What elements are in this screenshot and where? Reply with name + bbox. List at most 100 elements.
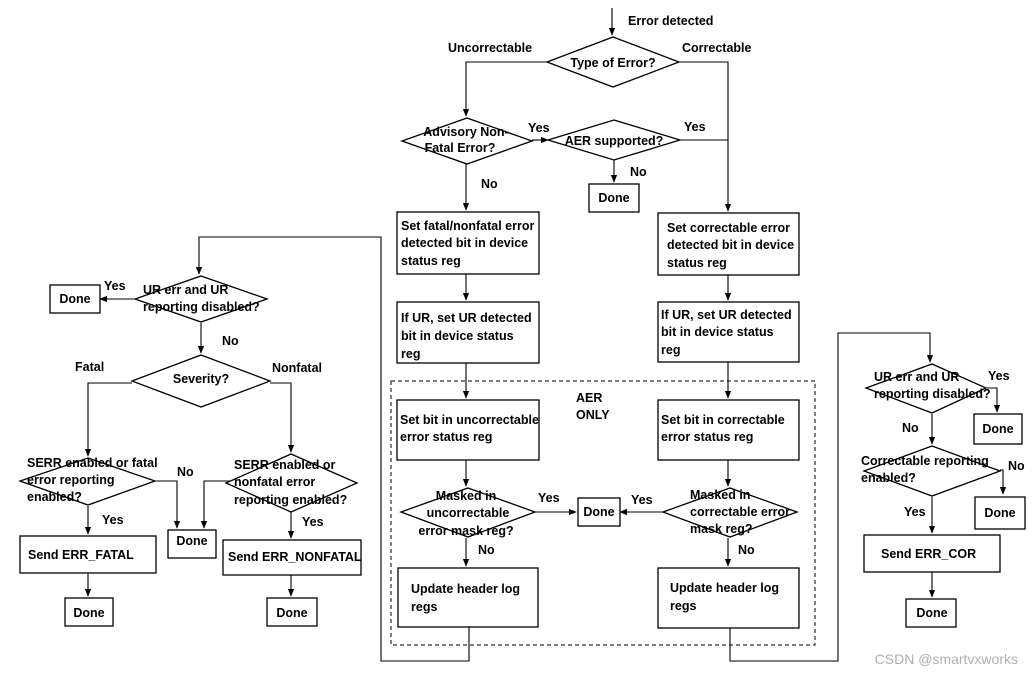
- serr-nonfatal-text-2: nonfatal error: [234, 475, 315, 489]
- left-ur-decision: [133, 275, 269, 323]
- serr-fatal-text-3: enabled?: [27, 490, 82, 504]
- fatal-label: Fatal: [75, 360, 104, 374]
- update-text-2: regs: [670, 599, 696, 613]
- serr-nonfatal-decision: [224, 453, 359, 513]
- if-ur-text-2: bit in device status: [661, 325, 774, 339]
- no-label: No: [177, 465, 194, 479]
- ur-text-1: UR err and UR: [874, 370, 959, 384]
- uncorrectable-label: Uncorrectable: [448, 41, 532, 55]
- serr-nonfatal-text-1: SERR enabled or: [234, 458, 336, 472]
- arrow-correctable: [679, 61, 732, 212]
- set-corr-text-2: detected bit in device: [667, 238, 794, 252]
- serr-nonfatal-text-3: reporting enabled?: [234, 493, 347, 507]
- no-label: No: [222, 334, 239, 348]
- done-box-left-top: [49, 284, 101, 314]
- if-ur-uncorr-box: [396, 301, 540, 364]
- type-of-error-decision: [545, 36, 681, 88]
- aer-only-region: [390, 380, 816, 646]
- send-cor-text: Send ERR_COR: [881, 547, 976, 561]
- masked-uncorr-decision: [399, 487, 537, 538]
- arrow-uncorrectable: [462, 61, 547, 117]
- aer-only-text-1: AER: [576, 391, 602, 405]
- corr-reporting-text-2: enabled?: [861, 471, 916, 485]
- set-corr-text-3: status reg: [667, 256, 727, 270]
- if-ur-text-2: bit in device status: [401, 329, 514, 343]
- done-box-aer: [588, 183, 640, 213]
- advisory-text-1: Advisory Non-: [423, 125, 508, 139]
- yes-label: Yes: [528, 121, 550, 135]
- right-ur-decision: [864, 363, 988, 414]
- set-bit-text-2: error status reg: [661, 430, 753, 444]
- masked-text-3: mask reg?: [690, 522, 753, 536]
- serr-fatal-text-1: SERR enabled or fatal: [27, 456, 158, 470]
- advisory-text-2: Fatal Error?: [425, 141, 496, 155]
- done-text: Done: [176, 534, 207, 548]
- no-label: No: [481, 177, 498, 191]
- no-label: No: [738, 543, 755, 557]
- ur-text-1: UR err and UR: [143, 283, 228, 297]
- set-fatal-text-1: Set fatal/nonfatal error: [401, 219, 534, 233]
- done-text: Done: [59, 292, 90, 306]
- done-text: Done: [598, 191, 629, 205]
- aer-only-text-2: ONLY: [576, 408, 610, 422]
- labels: Error detected Uncorrectable Correctable…: [27, 14, 1025, 667]
- ur-text-2: reporting disabled?: [874, 387, 991, 401]
- set-bit-text-1: Set bit in uncorrectable: [400, 413, 539, 427]
- serr-fatal-decision: [18, 457, 157, 506]
- severity-text: Severity?: [173, 372, 229, 386]
- done-text: Done: [984, 506, 1015, 520]
- set-bit-text-1: Set bit in correctable: [661, 413, 785, 427]
- severity-decision: [130, 354, 272, 408]
- set-bit-corr-box: [657, 399, 800, 461]
- no-label: No: [630, 165, 647, 179]
- update-text-1: Update header log: [670, 581, 779, 595]
- yes-label: Yes: [302, 515, 324, 529]
- set-corr-box: [657, 212, 800, 276]
- set-fatal-text-3: status reg: [401, 254, 461, 268]
- yes-label: Yes: [631, 493, 653, 507]
- set-fatal-box: [396, 211, 540, 275]
- send-nonfatal-text: Send ERR_NONFATAL: [228, 550, 362, 564]
- masked-text-2: correctable error: [690, 505, 790, 519]
- advisory-decision: [400, 117, 534, 165]
- yes-label: Yes: [538, 491, 560, 505]
- no-label: No: [478, 543, 495, 557]
- masked-text-1: Masked in: [690, 488, 750, 502]
- ur-text-2: reporting disabled?: [143, 300, 260, 314]
- yes-label: Yes: [104, 279, 126, 293]
- arrow-to-right-subflow: [729, 332, 934, 662]
- corr-reporting-text-1: Correctable reporting: [861, 454, 989, 468]
- masked-corr-decision: [661, 487, 799, 538]
- if-ur-corr-box: [657, 301, 800, 363]
- if-ur-text-3: reg: [661, 343, 680, 357]
- correctable-label: Correctable: [682, 41, 752, 55]
- set-bit-text-2: error status reg: [400, 430, 492, 444]
- aer-supported-text: AER supported?: [565, 134, 664, 148]
- done-box-nonfatal: [266, 597, 318, 627]
- done-text: Done: [982, 422, 1013, 436]
- set-fatal-text-2: detected bit in device: [401, 236, 528, 250]
- no-label: No: [902, 421, 919, 435]
- start-label: Error detected: [628, 14, 713, 28]
- shapes: [18, 36, 1026, 629]
- serr-fatal-text-2: error reporting: [27, 473, 115, 487]
- if-ur-text-1: If UR, set UR detected: [401, 311, 532, 325]
- nonfatal-label: Nonfatal: [272, 361, 322, 375]
- done-box-right-1: [973, 413, 1023, 445]
- aer-supported-decision: [545, 119, 683, 161]
- if-ur-text-1: If UR, set UR detected: [661, 308, 792, 322]
- send-fatal-text: Send ERR_FATAL: [28, 548, 134, 562]
- done-box-right-2: [974, 496, 1026, 530]
- no-label: No: [1008, 459, 1025, 473]
- update-text-1: Update header log: [411, 582, 520, 596]
- masked-text-1: Masked in: [436, 489, 496, 503]
- yes-label: Yes: [684, 120, 706, 134]
- watermark-text: CSDN @smartvxworks: [875, 651, 1018, 667]
- masked-text-2: uncorrectable: [427, 506, 510, 520]
- yes-label: Yes: [904, 505, 926, 519]
- if-ur-text-3: reg: [401, 347, 420, 361]
- update-header-corr-box: [657, 567, 800, 629]
- connectors: [84, 8, 1007, 662]
- done-text: Done: [276, 606, 307, 620]
